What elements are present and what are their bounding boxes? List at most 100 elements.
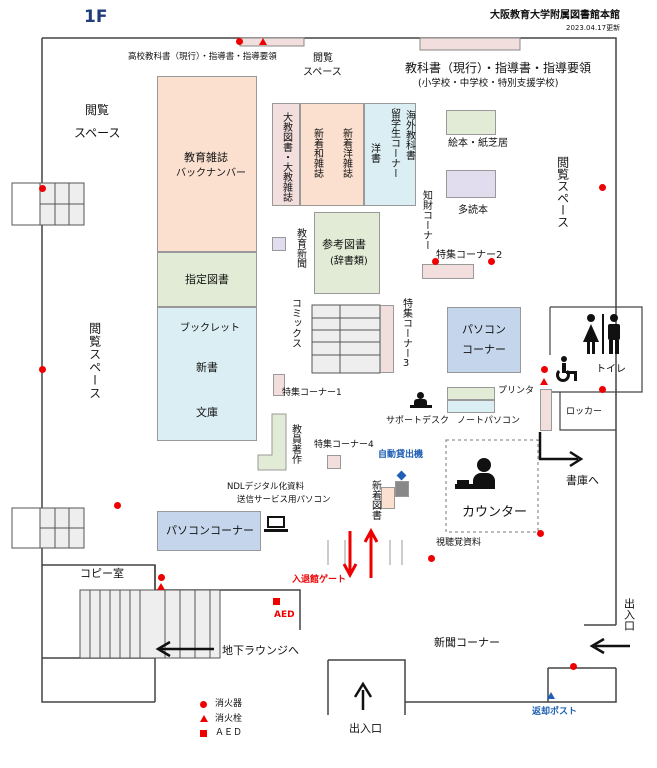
label-jidou: 自動貸出機 xyxy=(378,450,424,460)
shelf-new-books xyxy=(381,487,395,509)
label-reading-top2: スペース xyxy=(303,67,342,78)
label-pc-corner2-1: パソコン xyxy=(462,323,506,336)
shelf-foreign xyxy=(364,103,416,206)
shelf-kyoiku-shinbun xyxy=(272,237,286,251)
label-shinchaku-tosho: 新着図書 xyxy=(369,480,381,520)
legend-extinguisher-icon xyxy=(200,701,207,708)
label-tokushu3: 特集コーナー3 xyxy=(400,298,412,369)
label-kaigai: 海外教科書 xyxy=(403,110,415,160)
label-copy: コピー室 xyxy=(80,567,124,580)
shelf-reserve xyxy=(157,252,257,307)
library-name: 大阪教育大学附属図書館本館 xyxy=(490,10,620,21)
label-entrance-right: 出入口 xyxy=(622,598,636,631)
label-return-post: 返却ポスト xyxy=(532,707,578,717)
label-reading-right: 閲覧スペース xyxy=(555,156,570,228)
extinguisher-marker xyxy=(570,663,577,670)
legend-hydrant: 消火栓 xyxy=(215,714,243,724)
legend-extinguisher: 消火器 xyxy=(215,699,243,709)
label-newspaper: 新聞コーナー xyxy=(434,636,500,649)
return-post-icon xyxy=(547,692,555,699)
shelf-reference xyxy=(314,212,380,294)
shelf-tokushu2 xyxy=(422,264,474,279)
label-reference-sub: (辞書類) xyxy=(330,256,368,267)
label-daikyo: 大教図書・大教雑誌 xyxy=(280,112,292,202)
hydrant-marker xyxy=(259,38,267,45)
label-booklet: ブックレット xyxy=(180,323,240,334)
laptop-icon xyxy=(264,516,288,534)
extinguisher-marker xyxy=(599,386,606,393)
hydrant-marker xyxy=(540,378,548,385)
label-backnumber: バックナンバー xyxy=(176,168,246,179)
label-pc-corner: パソコンコーナー xyxy=(166,524,254,537)
label-reading-left-top2: スペース xyxy=(74,126,121,140)
label-you-zasshi: 新着洋雑誌 xyxy=(340,128,352,178)
extinguisher-marker xyxy=(599,184,606,191)
label-lounge: 地下ラウンジへ xyxy=(222,644,299,657)
extinguisher-marker xyxy=(236,38,243,45)
label-shinsho: 新書 xyxy=(196,361,218,374)
label-textbooks-sub: (小学校・中学校・特別支援学校) xyxy=(418,78,559,89)
label-bunko: 文庫 xyxy=(196,406,218,419)
extinguisher-marker xyxy=(114,502,121,509)
legend-aed: ＡＥＤ xyxy=(215,728,243,738)
extinguisher-marker xyxy=(541,366,548,373)
label-tokushu2: 特集コーナー2 xyxy=(436,250,503,261)
shelf-magazines-backnumber xyxy=(157,76,257,252)
self-checkout-machine xyxy=(395,481,409,497)
label-reading-left-top: 閲覧 xyxy=(85,103,110,117)
label-reading-top: 閲覧 xyxy=(313,53,333,64)
label-chizai: 知財コーナー xyxy=(420,190,432,250)
shelf-picturebooks xyxy=(446,110,496,135)
label-textbooks: 教科書（現行）・指導書・指導要領 xyxy=(405,61,592,75)
shelf-booklet-shinsho-bunko xyxy=(157,307,257,441)
label-support: サポートデスク xyxy=(386,416,450,426)
updated-date: 2023.04.17更新 xyxy=(566,24,621,32)
label-gate: 入退館ゲート xyxy=(292,575,347,585)
label-counter: カウンター xyxy=(462,505,528,520)
extinguisher-marker xyxy=(432,258,439,265)
label-ehon: 絵本・紙芝居 xyxy=(448,138,508,149)
notepc-box xyxy=(447,400,495,413)
label-ndl1: NDLデジタル化資料 xyxy=(227,482,304,492)
label-reserve: 指定図書 xyxy=(185,273,229,286)
printer-box xyxy=(447,387,495,400)
label-printer: プリンタ xyxy=(498,386,535,396)
extinguisher-marker xyxy=(39,366,46,373)
shelf-tokushu3 xyxy=(380,305,394,373)
shelf-daikyo xyxy=(272,103,300,206)
label-shoko: 書庫へ xyxy=(566,474,599,487)
label-locker: ロッカー xyxy=(566,407,603,417)
label-tokushu1: 特集コーナー1 xyxy=(282,388,342,398)
toilet-icon xyxy=(583,314,623,354)
label-ryugakusei: 留学生コーナー xyxy=(388,108,400,178)
label-tadokubon: 多読本 xyxy=(458,205,488,216)
support-desk-icon xyxy=(410,392,432,410)
label-wa-zasshi: 新着和雑誌 xyxy=(311,128,323,178)
label-ndl2: 送信サービス用パソコン xyxy=(237,495,331,505)
aed-marker xyxy=(273,598,280,605)
label-koukou-textbooks: 高校教科書（現行）・指導書・指導要領 xyxy=(128,52,277,62)
wheelchair-icon xyxy=(555,356,579,382)
label-kyoin: 教員著作 xyxy=(289,424,301,464)
extinguisher-marker xyxy=(488,258,495,265)
floor-label: 1F xyxy=(84,7,108,27)
shelf-tadokubon xyxy=(446,170,496,198)
label-yousho: 洋書 xyxy=(368,143,380,163)
label-note-pc: ノートパソコン xyxy=(457,416,521,426)
label-toilet: トイレ xyxy=(596,364,626,375)
label-pc-corner2-2: コーナー xyxy=(462,343,506,356)
label-reference: 参考図書 xyxy=(322,238,366,251)
label-aed: AED xyxy=(274,610,295,620)
label-shichokaku: 視聴覚資料 xyxy=(436,538,482,548)
pc-corner-left xyxy=(157,511,261,551)
label-reading-left-mid: 閲覧スペース xyxy=(87,322,102,400)
extinguisher-marker xyxy=(39,185,46,192)
label-comics: コミックス xyxy=(289,298,301,348)
label-entrance-bottom: 出入口 xyxy=(349,722,382,735)
label-tokushu4: 特集コーナー4 xyxy=(314,440,374,450)
label-kyoiku-shinbun: 教育新聞 xyxy=(294,228,306,268)
extinguisher-marker xyxy=(428,555,435,562)
shelf-tokushu1 xyxy=(273,374,285,396)
label-magazines: 教育雑誌 xyxy=(184,151,228,164)
